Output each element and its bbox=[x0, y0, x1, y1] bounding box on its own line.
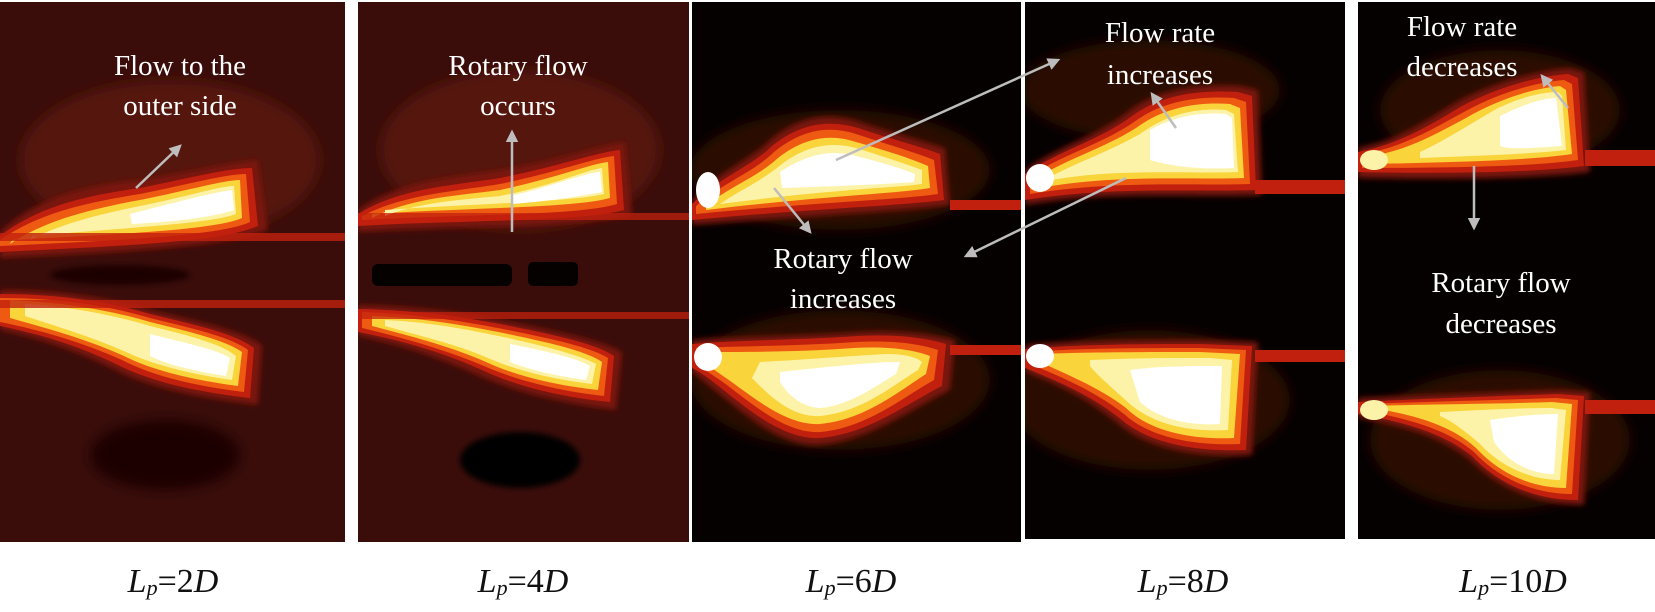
caption-lp8-eq: =8 bbox=[1167, 563, 1204, 600]
arrow-flow-rate-decrease bbox=[1540, 74, 1569, 109]
contour-panel-lp10 bbox=[1358, 2, 1655, 539]
caption-lp4-sub: p bbox=[496, 575, 508, 600]
caption-lp8-var: L bbox=[1137, 563, 1157, 600]
caption-lp10-eq: =10 bbox=[1489, 563, 1543, 600]
arrow-flow-rate-increase-8d bbox=[1150, 91, 1178, 129]
annotation-lp10-top-line2: decreases bbox=[1406, 51, 1517, 83]
caption-lp8-sub: p bbox=[1156, 575, 1168, 600]
annotation-lp8-line2: increases bbox=[1107, 59, 1213, 91]
caption-lp6-sub: p bbox=[824, 575, 836, 600]
caption-lp10-var: L bbox=[1459, 563, 1479, 600]
annotation-lp4-line1: Rotary flow bbox=[448, 50, 587, 82]
contour-panel-lp6 bbox=[692, 2, 1021, 542]
annotation-lp10-bottom-line2: decreases bbox=[1445, 308, 1556, 340]
caption-lp2-var: L bbox=[127, 563, 147, 600]
annotation-lp2-line2: outer side bbox=[123, 90, 237, 122]
caption-lp6-unit: D bbox=[871, 563, 897, 600]
caption-lp4-unit: D bbox=[543, 563, 569, 600]
caption-lp6: Lp=6D bbox=[776, 562, 926, 602]
arrow-rotary-increase-6d bbox=[773, 187, 812, 234]
caption-lp2-unit: D bbox=[193, 563, 219, 600]
caption-lp6-var: L bbox=[805, 563, 825, 600]
annotation-lp2-line1: Flow to the bbox=[114, 50, 246, 82]
caption-lp8: Lp=8D bbox=[1108, 562, 1258, 602]
caption-lp10: Lp=10D bbox=[1428, 562, 1598, 602]
arrow-flow-rate-increase-6d bbox=[835, 58, 1061, 162]
annotation-lp4-line2: occurs bbox=[480, 90, 556, 122]
annotation-lp8-line1: Flow rate bbox=[1105, 17, 1215, 49]
caption-lp2-sub: p bbox=[146, 575, 158, 600]
arrow-rotary-increase-8d bbox=[963, 176, 1127, 258]
annotation-arrows bbox=[135, 58, 1569, 258]
annotations: Flow to the outer side Rotary flow occur… bbox=[114, 11, 1571, 340]
caption-lp4-eq: =4 bbox=[507, 563, 544, 600]
annotation-lp10-bottom-line1: Rotary flow bbox=[1431, 267, 1570, 299]
contour-panel-lp4 bbox=[358, 2, 689, 542]
caption-lp6-eq: =6 bbox=[835, 563, 872, 600]
caption-lp10-unit: D bbox=[1542, 563, 1567, 600]
annotation-lp6-line2: increases bbox=[790, 283, 896, 315]
arrow-outer-side bbox=[135, 144, 182, 189]
caption-lp4: Lp=4D bbox=[448, 562, 598, 602]
caption-lp8-unit: D bbox=[1203, 563, 1229, 600]
contour-panel-lp2 bbox=[0, 2, 345, 542]
caption-lp10-sub: p bbox=[1478, 575, 1490, 600]
caption-lp4-var: L bbox=[477, 563, 497, 600]
contour-panel-lp8 bbox=[1025, 2, 1345, 539]
annotation-lp10-top-line1: Flow rate bbox=[1407, 11, 1517, 43]
caption-lp2: Lp=2D bbox=[98, 562, 248, 602]
annotation-lp6-line1: Rotary flow bbox=[773, 243, 912, 275]
caption-lp2-eq: =2 bbox=[157, 563, 194, 600]
